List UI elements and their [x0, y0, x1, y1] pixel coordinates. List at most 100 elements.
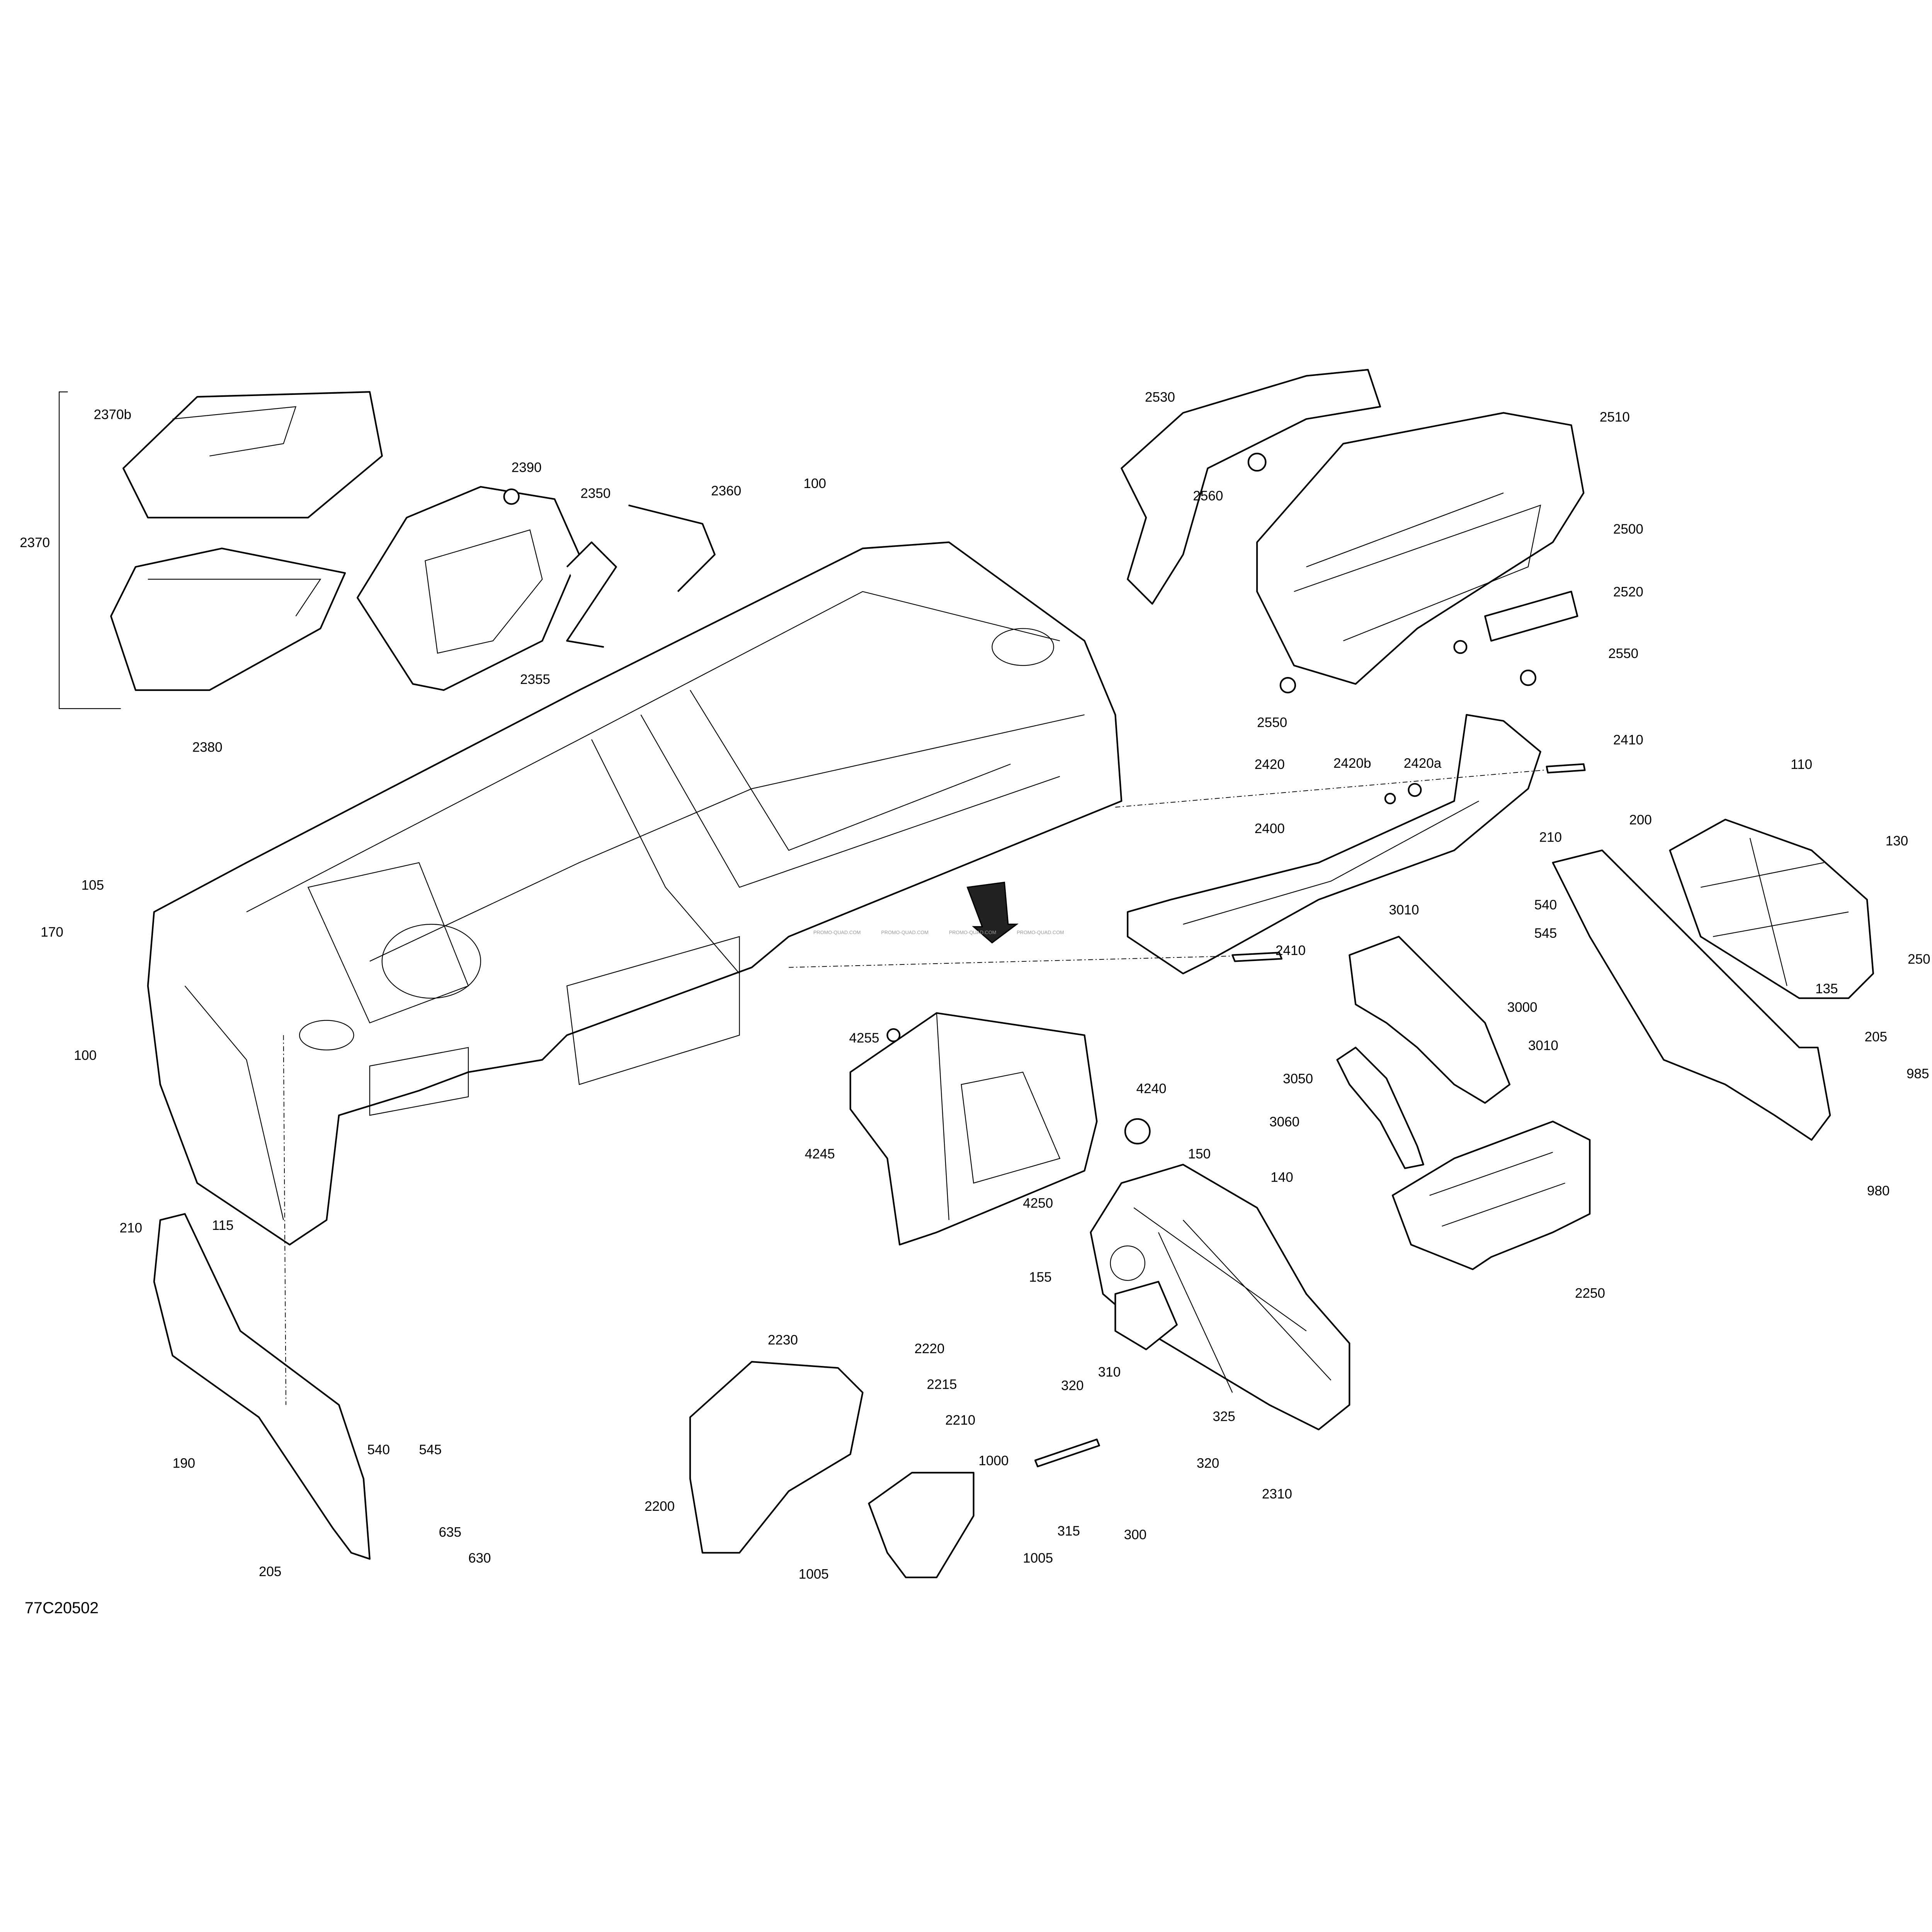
seal-2520: [1484, 590, 1578, 642]
callout-2500: 2500: [1613, 522, 1643, 537]
callout-1005: 1005: [1023, 1551, 1053, 1566]
callout-630: 630: [468, 1551, 491, 1566]
callout-2550: 2550: [1257, 715, 1287, 730]
lid-2370b: [122, 391, 383, 519]
gauge-housing-2350: [356, 486, 580, 691]
dashboard-100: [147, 541, 1122, 1246]
callout-2560: 2560: [1193, 488, 1223, 503]
callout-2510: 2510: [1600, 410, 1630, 425]
nut-2420a: [1408, 783, 1422, 797]
callout-135: 135: [1815, 981, 1838, 997]
callout-2210: 2210: [945, 1413, 975, 1428]
glove-box-4245: [849, 1012, 1098, 1246]
side-panel-190: [153, 1213, 371, 1560]
clip-4255: [886, 1028, 901, 1043]
clip-2560: [1247, 452, 1267, 472]
callout-2310: 2310: [1262, 1486, 1292, 1502]
bin-2370: [110, 548, 346, 691]
callout-190: 190: [173, 1456, 196, 1471]
exploded-view-svg: PROMO-QUAD.COM PROMO-QUAD.COM PROMO-QUAD…: [20, 369, 1930, 1617]
bolt-2410-b: [1546, 763, 1586, 774]
cover-2250: [1391, 1121, 1591, 1270]
cap-4240: [1124, 1118, 1151, 1145]
callout-320: 320: [1197, 1456, 1219, 1471]
callout-315: 315: [1058, 1524, 1080, 1539]
trim-2355: [566, 541, 617, 648]
callout-155: 155: [1029, 1270, 1052, 1285]
callout-2420b: 2420b: [1333, 756, 1371, 771]
bracket-3050: [1336, 1046, 1424, 1169]
plug-2390: [503, 488, 520, 505]
callout-300: 300: [1124, 1527, 1147, 1542]
bracket-3000: [1349, 935, 1511, 1104]
bracket-300: [1114, 1281, 1178, 1350]
callout-100: 100: [74, 1048, 97, 1063]
callout-140: 140: [1270, 1170, 1293, 1185]
upper-box-2510: [1256, 412, 1585, 685]
callout-1005: 1005: [799, 1567, 829, 1582]
bumper-2550-b: [1279, 677, 1296, 694]
diagram-code: 77C20502: [25, 1599, 99, 1617]
trim-2360: [628, 504, 716, 592]
direction-arrow: [966, 881, 1019, 944]
callout-4255: 4255: [849, 1031, 879, 1046]
callout-200: 200: [1629, 813, 1652, 828]
svg-text:PROMO-QUAD.COM: PROMO-QUAD.COM: [881, 930, 929, 935]
callout-3010: 3010: [1528, 1038, 1558, 1053]
bumper-2550-a: [1520, 669, 1537, 686]
callout-325: 325: [1213, 1409, 1235, 1424]
callout-2250: 2250: [1575, 1286, 1605, 1301]
nut-2420b: [1384, 793, 1396, 804]
bolt-315: [1034, 1439, 1100, 1468]
callout-2400: 2400: [1255, 821, 1285, 836]
callout-105: 105: [82, 878, 104, 893]
bolt-2410: [1231, 952, 1283, 962]
callout-2550: 2550: [1608, 646, 1638, 661]
callout-980: 980: [1867, 1184, 1890, 1199]
callout-3050: 3050: [1283, 1071, 1313, 1086]
callout-3060: 3060: [1269, 1114, 1299, 1129]
callout-2360: 2360: [711, 483, 741, 498]
callout-2420: 2420: [1255, 757, 1285, 772]
callout-310: 310: [1098, 1364, 1121, 1379]
svg-text:PROMO-QUAD.COM: PROMO-QUAD.COM: [949, 930, 997, 935]
callout-2380: 2380: [192, 740, 223, 755]
watermark: PROMO-QUAD.COM PROMO-QUAD.COM PROMO-QUAD…: [813, 930, 1064, 935]
svg-text:PROMO-QUAD.COM: PROMO-QUAD.COM: [813, 930, 861, 935]
callout-2420a: 2420a: [1404, 756, 1442, 771]
bumper-2550-c: [1453, 640, 1468, 654]
callout-2350: 2350: [580, 486, 611, 501]
callout-3000: 3000: [1507, 1000, 1537, 1015]
side-panel-200: [1552, 849, 1831, 1141]
grab-bar-2400: [1127, 714, 1541, 975]
callout-110: 110: [1791, 757, 1812, 772]
callout-2410: 2410: [1276, 943, 1306, 958]
callout-170: 170: [41, 925, 63, 940]
callout-250: 250: [1908, 952, 1930, 967]
callout-540: 540: [1534, 898, 1557, 913]
callout-2220: 2220: [915, 1341, 945, 1356]
callout-2520: 2520: [1613, 585, 1643, 600]
callout-4250: 4250: [1023, 1196, 1053, 1211]
panel-2200: [689, 1361, 864, 1554]
panel-1000: [868, 1472, 975, 1578]
callout-2390: 2390: [512, 460, 542, 475]
callout-4240: 4240: [1136, 1081, 1167, 1096]
callout-2410: 2410: [1613, 732, 1643, 747]
callout-635: 635: [439, 1525, 461, 1540]
callout-320: 320: [1061, 1378, 1084, 1393]
callout-985: 985: [1906, 1066, 1929, 1082]
callout-100: 100: [804, 476, 827, 491]
callout-115: 115: [212, 1218, 234, 1233]
callout-130: 130: [1886, 833, 1908, 849]
callout-210: 210: [119, 1220, 142, 1235]
callout-2530: 2530: [1145, 390, 1175, 405]
callout-540: 540: [367, 1442, 390, 1457]
svg-text:PROMO-QUAD.COM: PROMO-QUAD.COM: [1017, 930, 1064, 935]
callout-2370: 2370: [20, 535, 50, 550]
callout-2230: 2230: [768, 1333, 798, 1348]
callout-4245: 4245: [805, 1146, 835, 1162]
callout-205: 205: [259, 1564, 282, 1579]
callout-1000: 1000: [978, 1453, 1009, 1468]
callout-2370b: 2370b: [94, 407, 131, 422]
